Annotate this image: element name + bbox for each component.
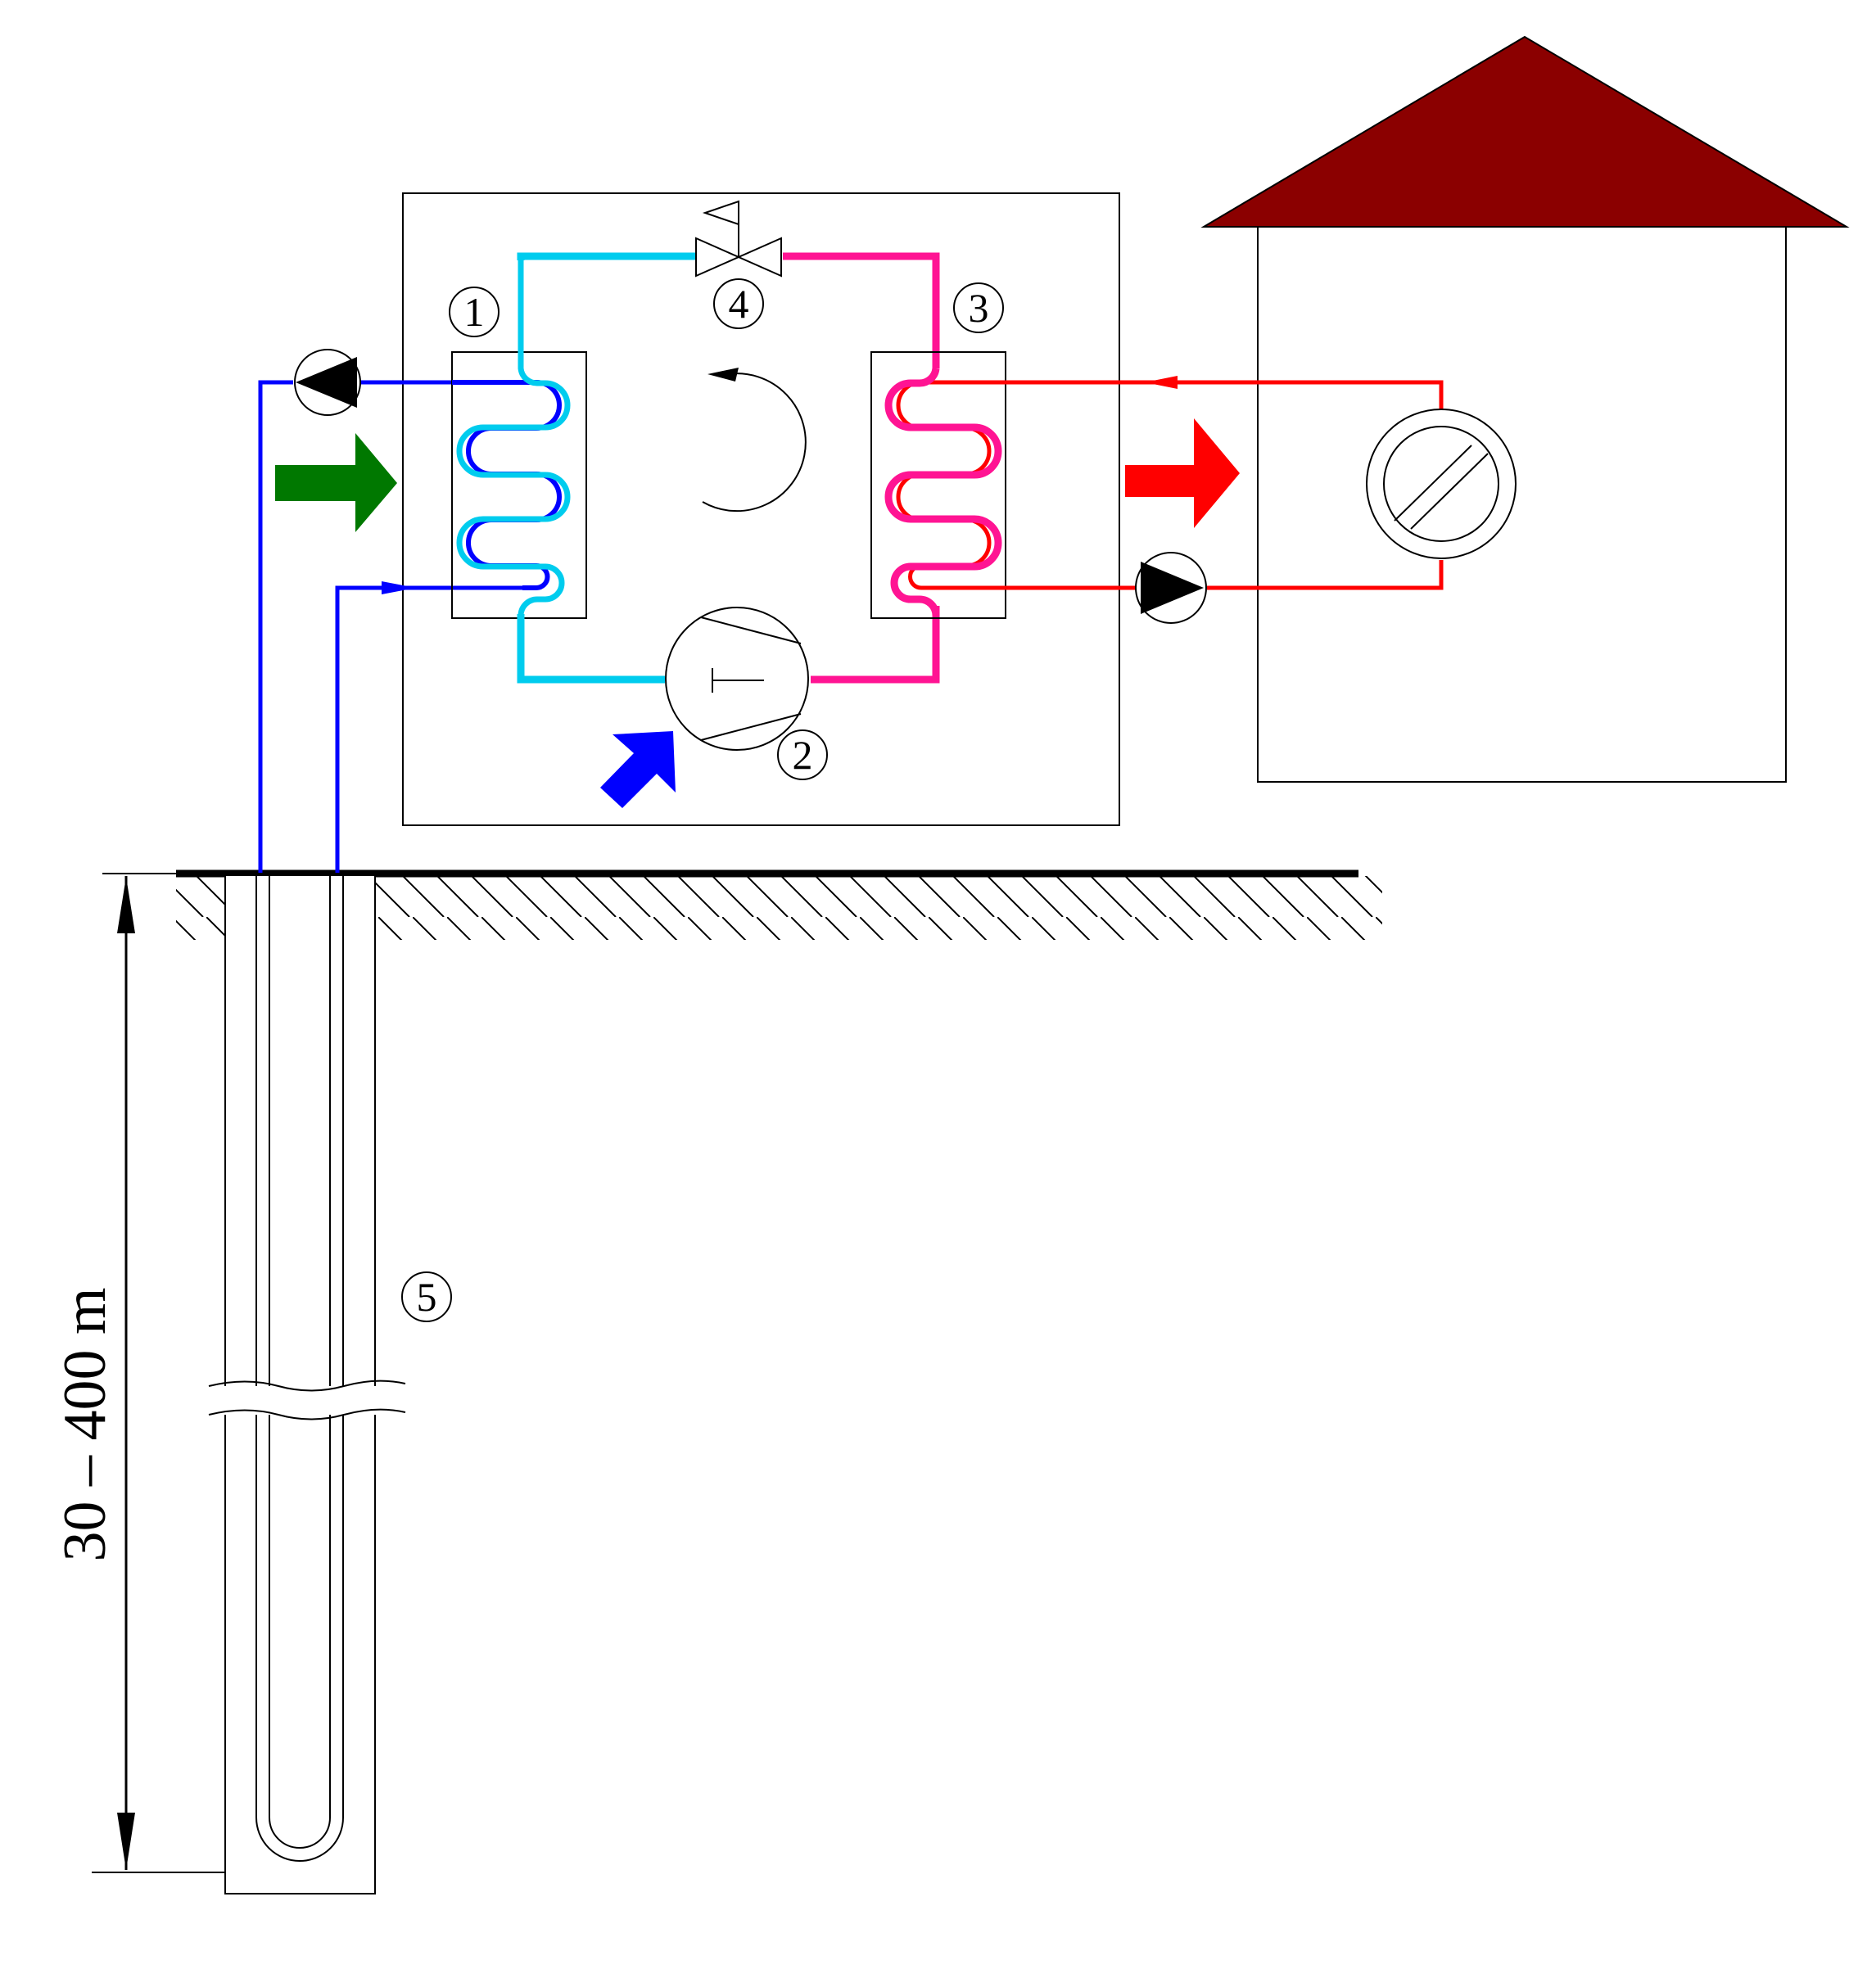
borehole [208,876,406,1894]
cycle-direction-arc [702,373,807,513]
depth-dimension: 30 – 400 m [52,873,225,1873]
callout-expansion-valve-circle [713,278,764,329]
callout-expansion-valve-number: 4 [729,281,749,327]
house-wall [1257,226,1787,783]
ground-hatch-right [375,876,1382,940]
radiator-fin-b [1410,453,1489,530]
power-input-arrow [600,731,676,808]
callout-evaporator: 1 [449,287,500,337]
cycle-direction-arrowhead [707,368,739,382]
house-roof [1200,35,1850,228]
radiator-inner [1383,426,1499,542]
heating-loop-supply-pipe [1006,560,1444,590]
ground-loop [258,380,522,873]
callout-compressor-circle [777,729,828,780]
depth-arrow-top [117,877,135,933]
callout-borehole: 5 [401,1271,452,1322]
refrigerant-cold-line-top [517,252,695,260]
ground-loop-supply-pipe [258,380,452,873]
heating-pump [1135,552,1207,624]
expansion-valve-left [695,237,741,278]
callout-compressor-number: 2 [793,732,813,778]
callout-expansion-valve: 4 [713,278,764,329]
heat-pump-unit [402,192,1120,826]
callout-condenser-number: 3 [969,285,989,331]
heat-output-arrow [1125,418,1240,528]
radiator-fin-a [1394,445,1472,522]
condenser-refrigerant-coil [884,368,1002,616]
callout-condenser: 3 [953,282,1004,333]
borehole-u-tube-inner [269,876,331,1849]
callout-evaporator-circle [449,287,500,337]
ground-loop-return-pipe [335,585,522,873]
callout-borehole-number: 5 [417,1274,437,1320]
compressor-line-bottom [700,713,802,741]
borehole-wall [224,876,376,1894]
expansion-valve [695,200,782,278]
radiator [1366,409,1517,559]
borehole-break-line-top [208,1380,406,1392]
callout-borehole-circle [401,1271,452,1322]
evaporator-ground-coil [452,380,562,590]
refrigerant-hot-line-bottom [811,606,940,684]
borehole-break-line-bottom [208,1408,406,1420]
callout-compressor: 2 [777,729,828,780]
house [1200,35,1850,783]
ambient-heat-arrow [275,433,397,532]
ground-hatch-left [176,876,225,940]
depth-label: 30 – 400 m [52,1287,119,1561]
heating-loop-flow-arrow [1145,376,1178,389]
expansion-valve-right [736,237,782,278]
compressor [665,607,809,751]
refrigerant-hot-line-top [783,252,940,368]
compressor-line-top [700,616,802,644]
brine-pump-arrow [296,357,357,408]
refrigerant-cold-line-bottom [517,614,665,684]
depth-arrow-bottom [117,1813,135,1870]
condenser-box [870,351,1006,619]
expansion-valve-actuator [702,200,739,226]
heating-pump-arrow [1141,562,1204,614]
compressor-casing [665,607,809,751]
callout-condenser-circle [953,282,1004,333]
ground [176,869,1382,940]
evaporator-refrigerant-coil [456,258,663,683]
borehole-u-tube-outer [255,876,344,1862]
brine-pump [294,349,361,416]
cycle-direction [702,368,807,513]
callout-evaporator-number: 1 [464,289,485,335]
ground-loop-flow-arrow [382,581,416,594]
